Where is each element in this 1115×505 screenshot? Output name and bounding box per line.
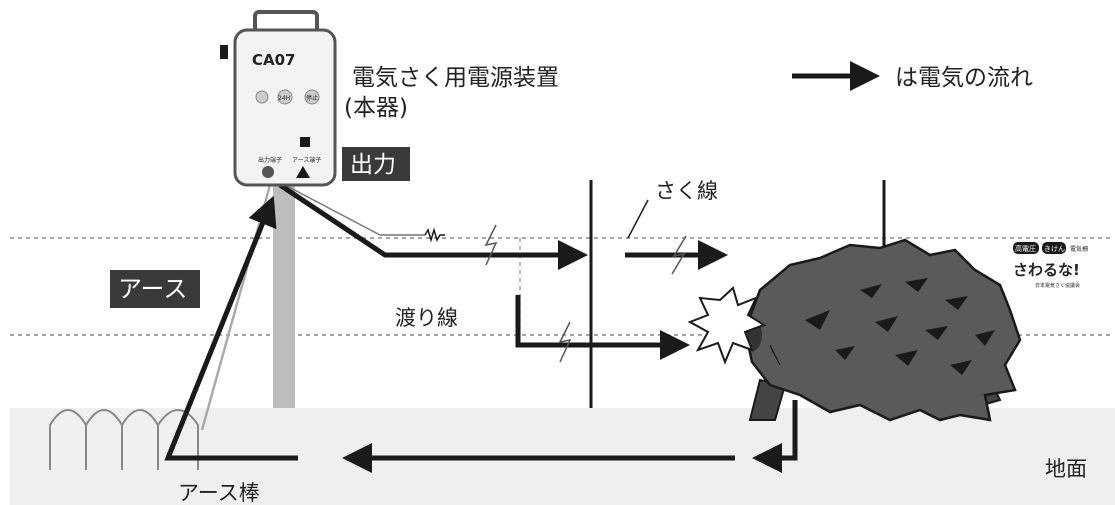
terminal-label-left: 出力端子 [258,156,282,164]
flow-through-boar [752,400,798,473]
flow-jumper [515,295,690,360]
boar-body [743,238,1022,422]
earth-label: アース [118,275,187,303]
device-button-right[interactable] [304,89,320,105]
spark-icon [558,321,572,363]
earth-rods [49,409,199,470]
fence-wire-pointer [627,199,649,239]
sign-badge-right-text: 電気柵 [1070,245,1088,253]
sign-footer-text: 日本電気さく協議会 [1035,282,1080,289]
fence-wire-label: さく線 [655,179,718,203]
device-button-left[interactable] [255,90,269,104]
warning-sign: 高電圧 きけん 電気柵 さわるな! 日本電気さく協議会 [1010,240,1110,290]
boar-illustration [687,238,1022,422]
sign-badge-mid [1042,242,1066,254]
device-model: CA07 [252,51,296,69]
device-button-right-label: 停止 [306,94,318,102]
device-title-line2: (本器) [344,95,408,121]
device-screen [300,137,310,147]
flow-output-to-fence [278,182,588,270]
device-button-mid[interactable] [277,89,293,105]
thin-earth-wire [200,184,272,431]
device-post [273,180,295,408]
device-knob [220,45,228,59]
power-device: CA07 24H 停止 出力端子 アース端子 [220,10,337,187]
legend-text: は電気の流れ [895,65,1033,91]
spark-icon [484,224,498,266]
sign-badge-mid-text: きけん [1044,245,1065,253]
output-label-bg [342,147,410,181]
resistor-zigzag [424,227,445,243]
flow-earth-rod [164,195,298,461]
shock-burst [687,286,767,365]
sign-badge-left-text: 高電圧 [1015,244,1036,253]
boar-markings [835,278,995,375]
earth-label-bg [110,270,200,308]
earth-rod-label: アース棒 [178,481,260,505]
output-label: 出力 [350,152,396,178]
sign-badge-left [1013,242,1039,254]
device-button-mid-label: 24H [278,95,290,102]
jumper-wire-label: 渡り線 [395,306,458,330]
boar-eye [805,310,830,330]
earth-terminal[interactable] [296,166,310,178]
spark-icon [671,235,687,275]
thin-output-wire [284,184,425,236]
spark-icons [484,224,687,363]
terminal-label-right: アース端子 [292,156,321,164]
boar-tusk [769,344,781,366]
ground-label: 地面 [1045,457,1087,481]
device-title-line1: 電気さく用電源装置 [352,65,559,91]
output-terminal[interactable] [262,166,274,178]
sign-main-text: さわるな! [1013,261,1080,279]
